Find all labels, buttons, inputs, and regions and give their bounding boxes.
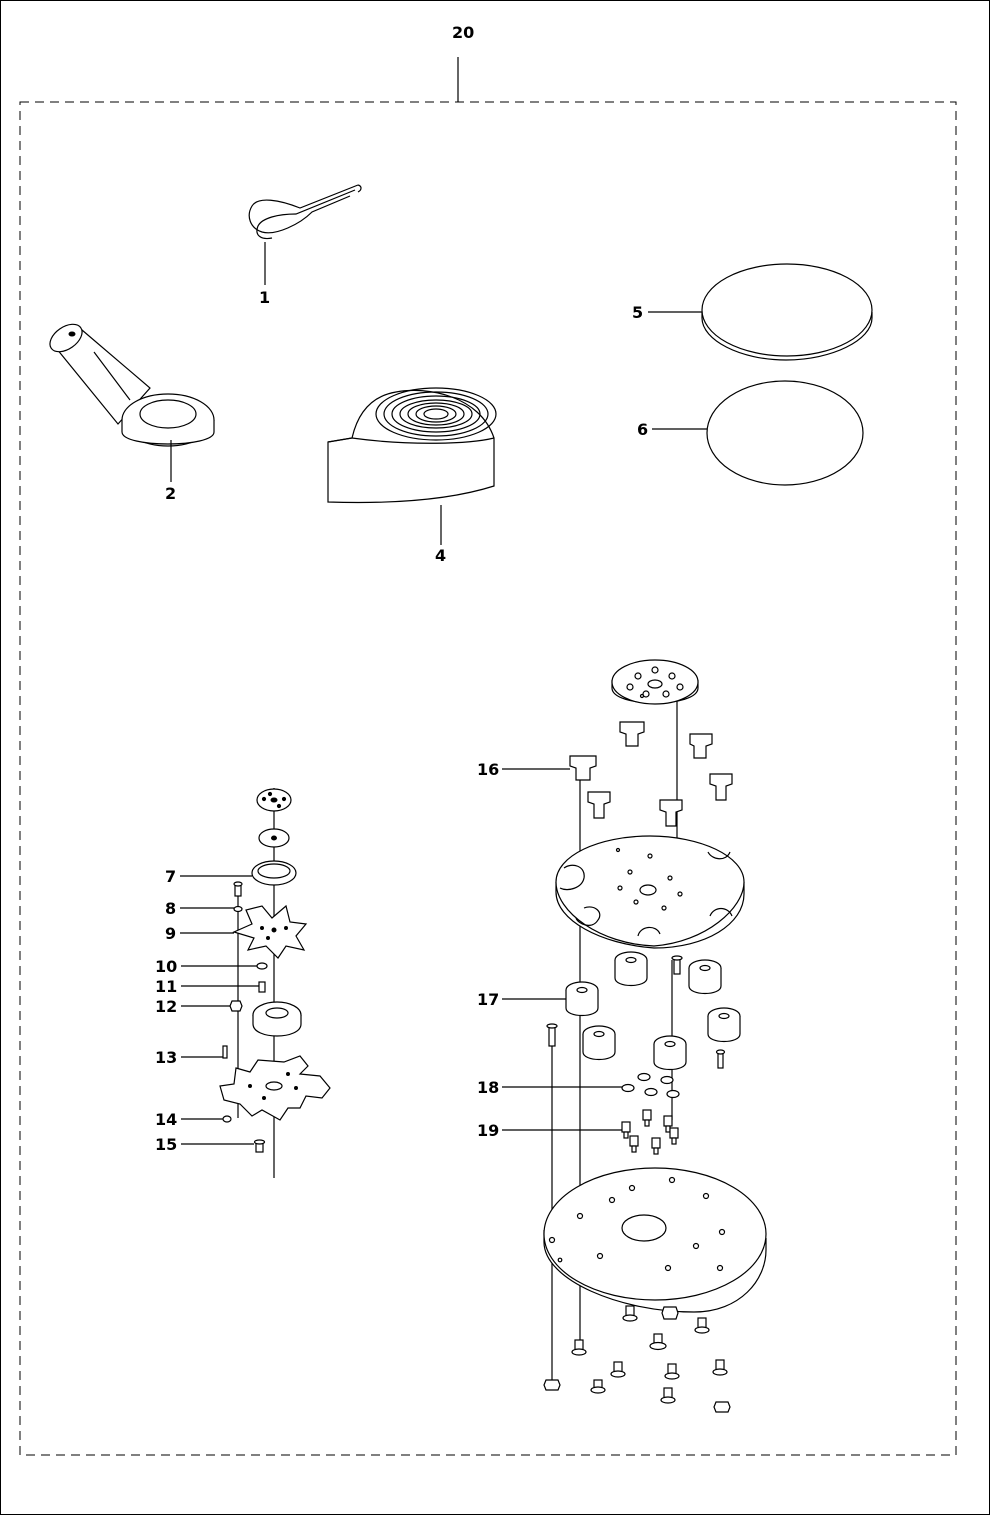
callout-8: 8 bbox=[165, 899, 176, 918]
callout-1: 1 bbox=[259, 288, 270, 307]
callout-12: 12 bbox=[155, 997, 177, 1016]
callout-6: 6 bbox=[637, 420, 648, 439]
callout-17: 17 bbox=[477, 990, 499, 1009]
kit-boundary bbox=[19, 101, 957, 1456]
lifting-eye-pin bbox=[49, 323, 215, 447]
disc-sheet-6 bbox=[706, 380, 864, 486]
tape-roll bbox=[327, 387, 497, 504]
callout-15: 15 bbox=[155, 1135, 177, 1154]
disc-pad-5 bbox=[701, 263, 873, 361]
callout-2: 2 bbox=[165, 484, 176, 503]
right-assembly bbox=[543, 659, 767, 1413]
callout-10: 10 bbox=[155, 957, 177, 976]
callout-16: 16 bbox=[477, 760, 499, 779]
left-assembly bbox=[219, 788, 331, 1178]
callout-19: 19 bbox=[477, 1121, 499, 1140]
hair-pin-clip bbox=[248, 184, 362, 240]
callout-14: 14 bbox=[155, 1110, 177, 1129]
callout-13: 13 bbox=[155, 1048, 177, 1067]
callout-5: 5 bbox=[632, 303, 643, 322]
callout-9: 9 bbox=[165, 924, 176, 943]
callout-20: 20 bbox=[452, 23, 474, 42]
callout-7: 7 bbox=[165, 867, 176, 886]
callout-4: 4 bbox=[435, 546, 446, 565]
callout-18: 18 bbox=[477, 1078, 499, 1097]
callout-11: 11 bbox=[155, 977, 177, 996]
